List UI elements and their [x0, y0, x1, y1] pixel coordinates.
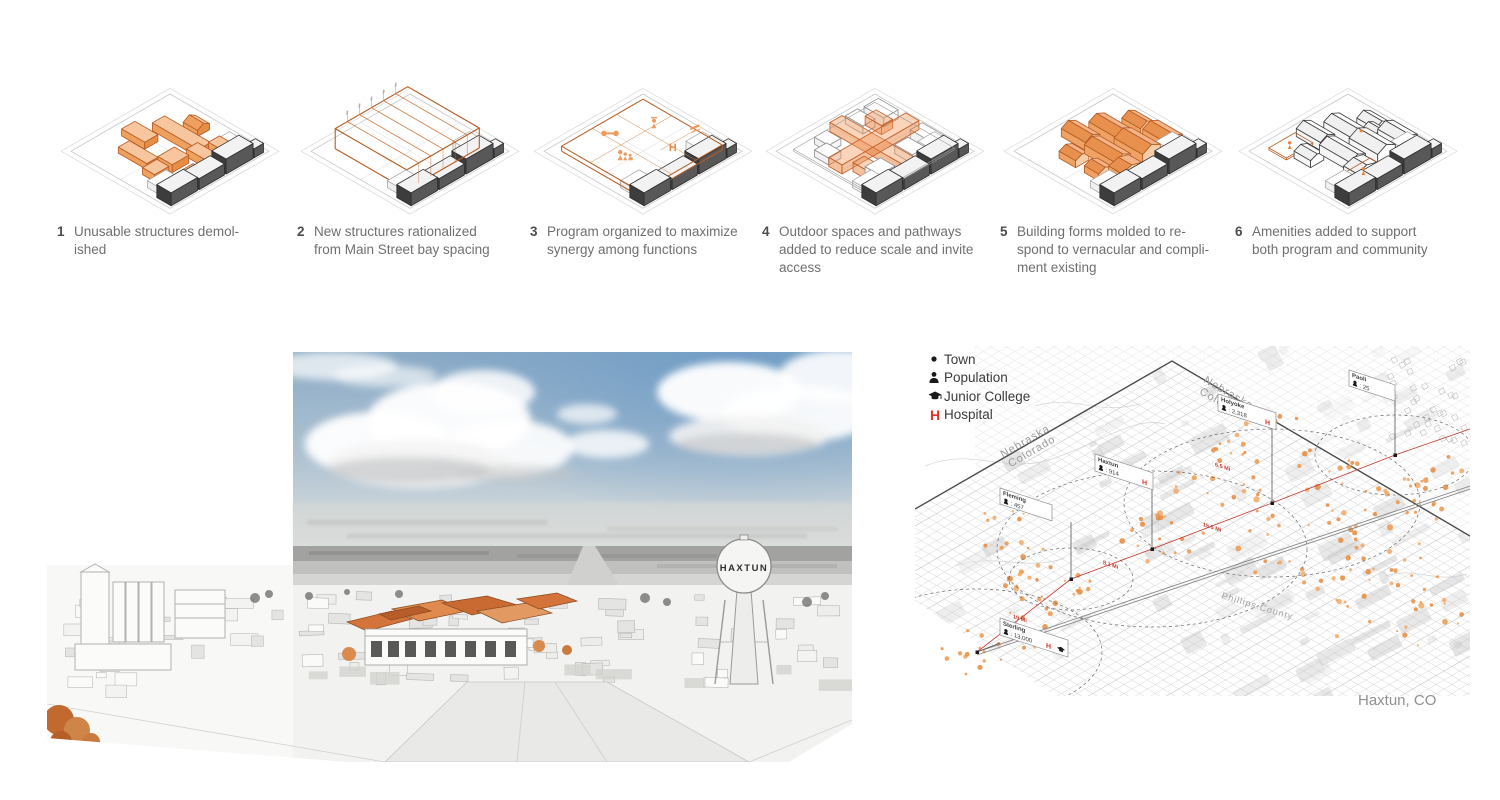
process-diagram-1-axon: [60, 87, 280, 215]
step-number: 1: [57, 224, 65, 239]
map-caption: Haxtun, CO: [1358, 692, 1437, 709]
junior-college-icon: [1057, 646, 1065, 653]
step-text: Unusable structures demol-ished: [74, 224, 240, 257]
person-icon: [1353, 380, 1357, 385]
artwork-cut-left: [47, 738, 347, 762]
state-border-line: [914, 360, 1471, 537]
legend-row-population: Population: [926, 369, 1030, 388]
horizon-haze: [293, 502, 852, 544]
map-canvas: Nebraska Colorado Nebraska Colorado Phil…: [851, 346, 1476, 716]
svg-text:6.5 Mi: 6.5 Mi: [1215, 462, 1231, 473]
person-icon: [926, 371, 944, 385]
svg-text:15.5 Mi: 15.5 Mi: [1203, 522, 1222, 534]
svg-text:: 457: : 457: [1011, 501, 1025, 512]
hospital-icon: H: [1142, 478, 1147, 487]
process-step-1-caption: 1 Unusable structures demol-ished: [57, 223, 272, 259]
process-diagram-6-axon: [1238, 87, 1458, 215]
svg-text:8.1 Mi: 8.1 Mi: [1103, 560, 1119, 571]
hospital-h-icon: H: [929, 406, 941, 423]
svg-text:Paoli: Paoli: [1352, 372, 1367, 384]
town-panorama: HAXTUN: [44, 534, 858, 763]
legend-row-junior-college: Junior College: [926, 387, 1030, 406]
step-text: Building forms molded to re-spond to ver…: [1017, 224, 1210, 275]
step-number: 4: [762, 224, 770, 239]
grain-elevator: [74, 563, 226, 671]
hospital-icon: H: [1046, 642, 1051, 651]
road-vanishing: [567, 546, 619, 585]
step-number: 3: [530, 224, 538, 239]
proposal-roofs: [345, 592, 579, 632]
route-distances: 19 Mi 8.1 Mi 15.5 Mi 6.5 Mi: [1013, 462, 1231, 624]
foreground-road: [46, 681, 853, 763]
svg-text:: 25: : 25: [1360, 383, 1371, 393]
graduation-cap-icon: [926, 390, 944, 402]
town-flag-fleming: Fleming : 457: [999, 487, 1053, 522]
process-diagram-4-axon: [765, 87, 985, 215]
legend-row-hospital: H Hospital: [926, 406, 1030, 425]
route-line: [976, 428, 1471, 653]
person-icon: [1099, 465, 1103, 469]
regional-map: Nebraska Colorado Nebraska Colorado Phil…: [851, 346, 1476, 716]
proposal-facades: [342, 628, 572, 666]
water-tower: HAXTUN: [714, 534, 774, 685]
step-number: 2: [297, 224, 305, 239]
town-nodes: [975, 398, 1397, 654]
person-icon: [1004, 629, 1008, 633]
town-flag-paoli: Paoli : 25: [1348, 369, 1396, 402]
water-tower-text: HAXTUN: [720, 563, 769, 574]
step-number: 6: [1235, 224, 1243, 239]
artwork-cut-right: [789, 724, 852, 762]
person-icon: [1004, 498, 1008, 503]
svg-text:19 Mi: 19 Mi: [1013, 614, 1027, 624]
highway-lines: [976, 485, 1471, 656]
tree-line: [250, 589, 829, 607]
process-diagram-2-axon: [300, 82, 520, 215]
person-icon: [1222, 405, 1226, 409]
main-street-rendering: HAXTUN: [44, 350, 899, 763]
svg-text:: 914: : 914: [1106, 467, 1120, 478]
process-diagram-3-axon: H: [533, 87, 753, 215]
legend-row-town: Town: [926, 350, 1030, 369]
town-flag-haxtun: Haxtun : 914 H: [1094, 453, 1154, 491]
map-legend: Town Population Junior College H Hospita…: [926, 350, 1030, 424]
process-diagram-5-axon: [1003, 87, 1223, 215]
population-dots: [940, 414, 1465, 676]
hospital-icon: H: [1265, 418, 1270, 427]
step-number: 5: [1000, 224, 1008, 239]
svg-text:H: H: [669, 142, 677, 154]
town-dot-icon: [926, 353, 944, 365]
rendering-canvas: HAXTUN: [44, 350, 899, 763]
process-step-5-caption: 5 Building forms molded to re-spond to v…: [1000, 223, 1215, 277]
